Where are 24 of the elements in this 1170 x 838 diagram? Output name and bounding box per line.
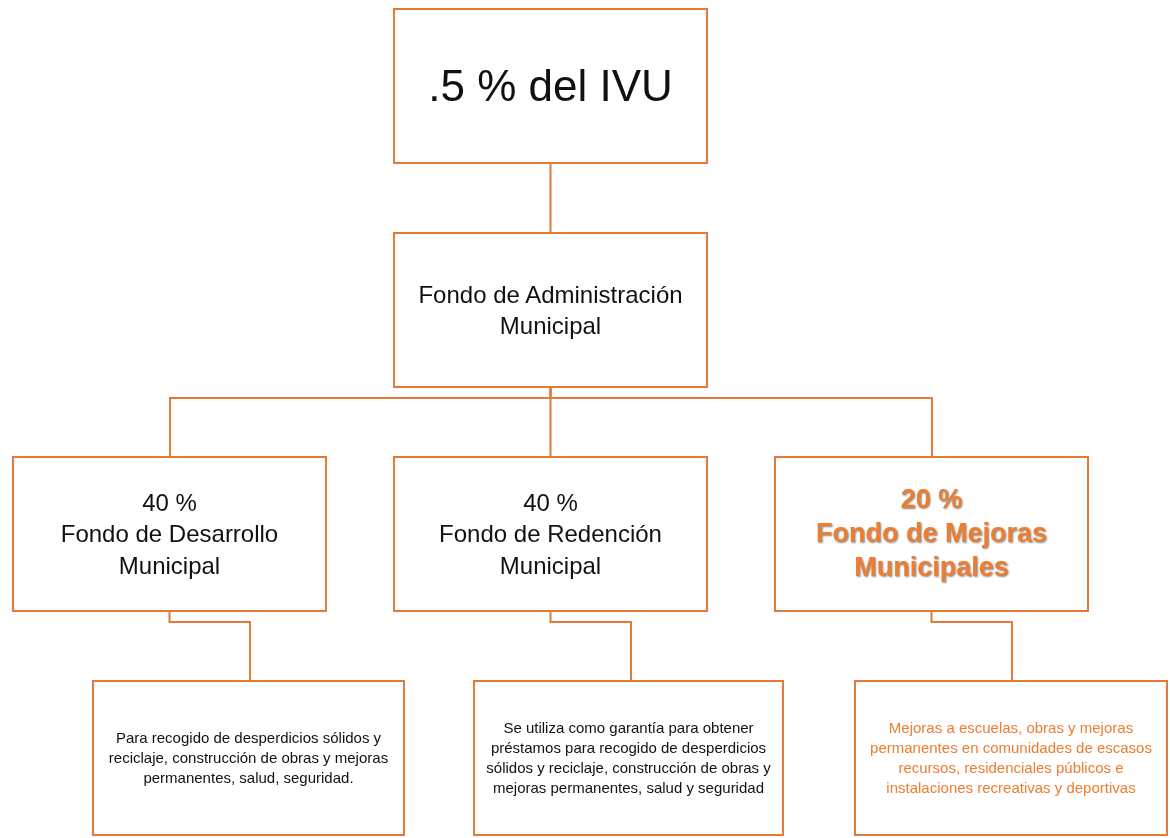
title-box [393, 8, 708, 164]
description-box [854, 680, 1168, 836]
percentage-label: 40 % [523, 488, 578, 519]
box-text: Fondo de Desarrollo Municipal [59, 519, 280, 581]
box-text: .5 % del IVU [428, 61, 673, 111]
highlighted-fund-box [774, 456, 1089, 612]
fund-box [12, 456, 327, 612]
box-text: Fondo de Administración Municipal [417, 279, 684, 341]
description-box [92, 680, 405, 836]
box-text: Mejoras a escuelas, obras y mejoras permanentes en comunidades de escasos recursos, residenciales públicos e instalaciones recreativas y deportivas [869, 717, 1153, 799]
box-text: Para recogido de desperdicios sólidos y reciclaje, construcción de obras y mejoras permanentes, salud, seguridad. [107, 727, 390, 789]
description-box [473, 680, 784, 836]
fund-box [393, 232, 708, 388]
connector-line [930, 611, 1013, 681]
connector-line [549, 611, 632, 681]
percentage-label: 40 % [142, 488, 197, 519]
box-text: Fondo de Redención Municipal [438, 519, 663, 581]
connector-line [549, 387, 933, 457]
box-text: Se utiliza como garantía para obtener préstamos para recogido de desperdicios sólidos y reciclaje, construcción de obras y mejoras permanentes, salud y seguridad [485, 717, 772, 799]
percentage-label: 20 % [900, 483, 963, 517]
connector-line [549, 163, 552, 233]
fund-box [393, 456, 708, 612]
connector-line [168, 611, 251, 681]
box-text: Fondo de Mejoras Municipales [815, 517, 1048, 584]
